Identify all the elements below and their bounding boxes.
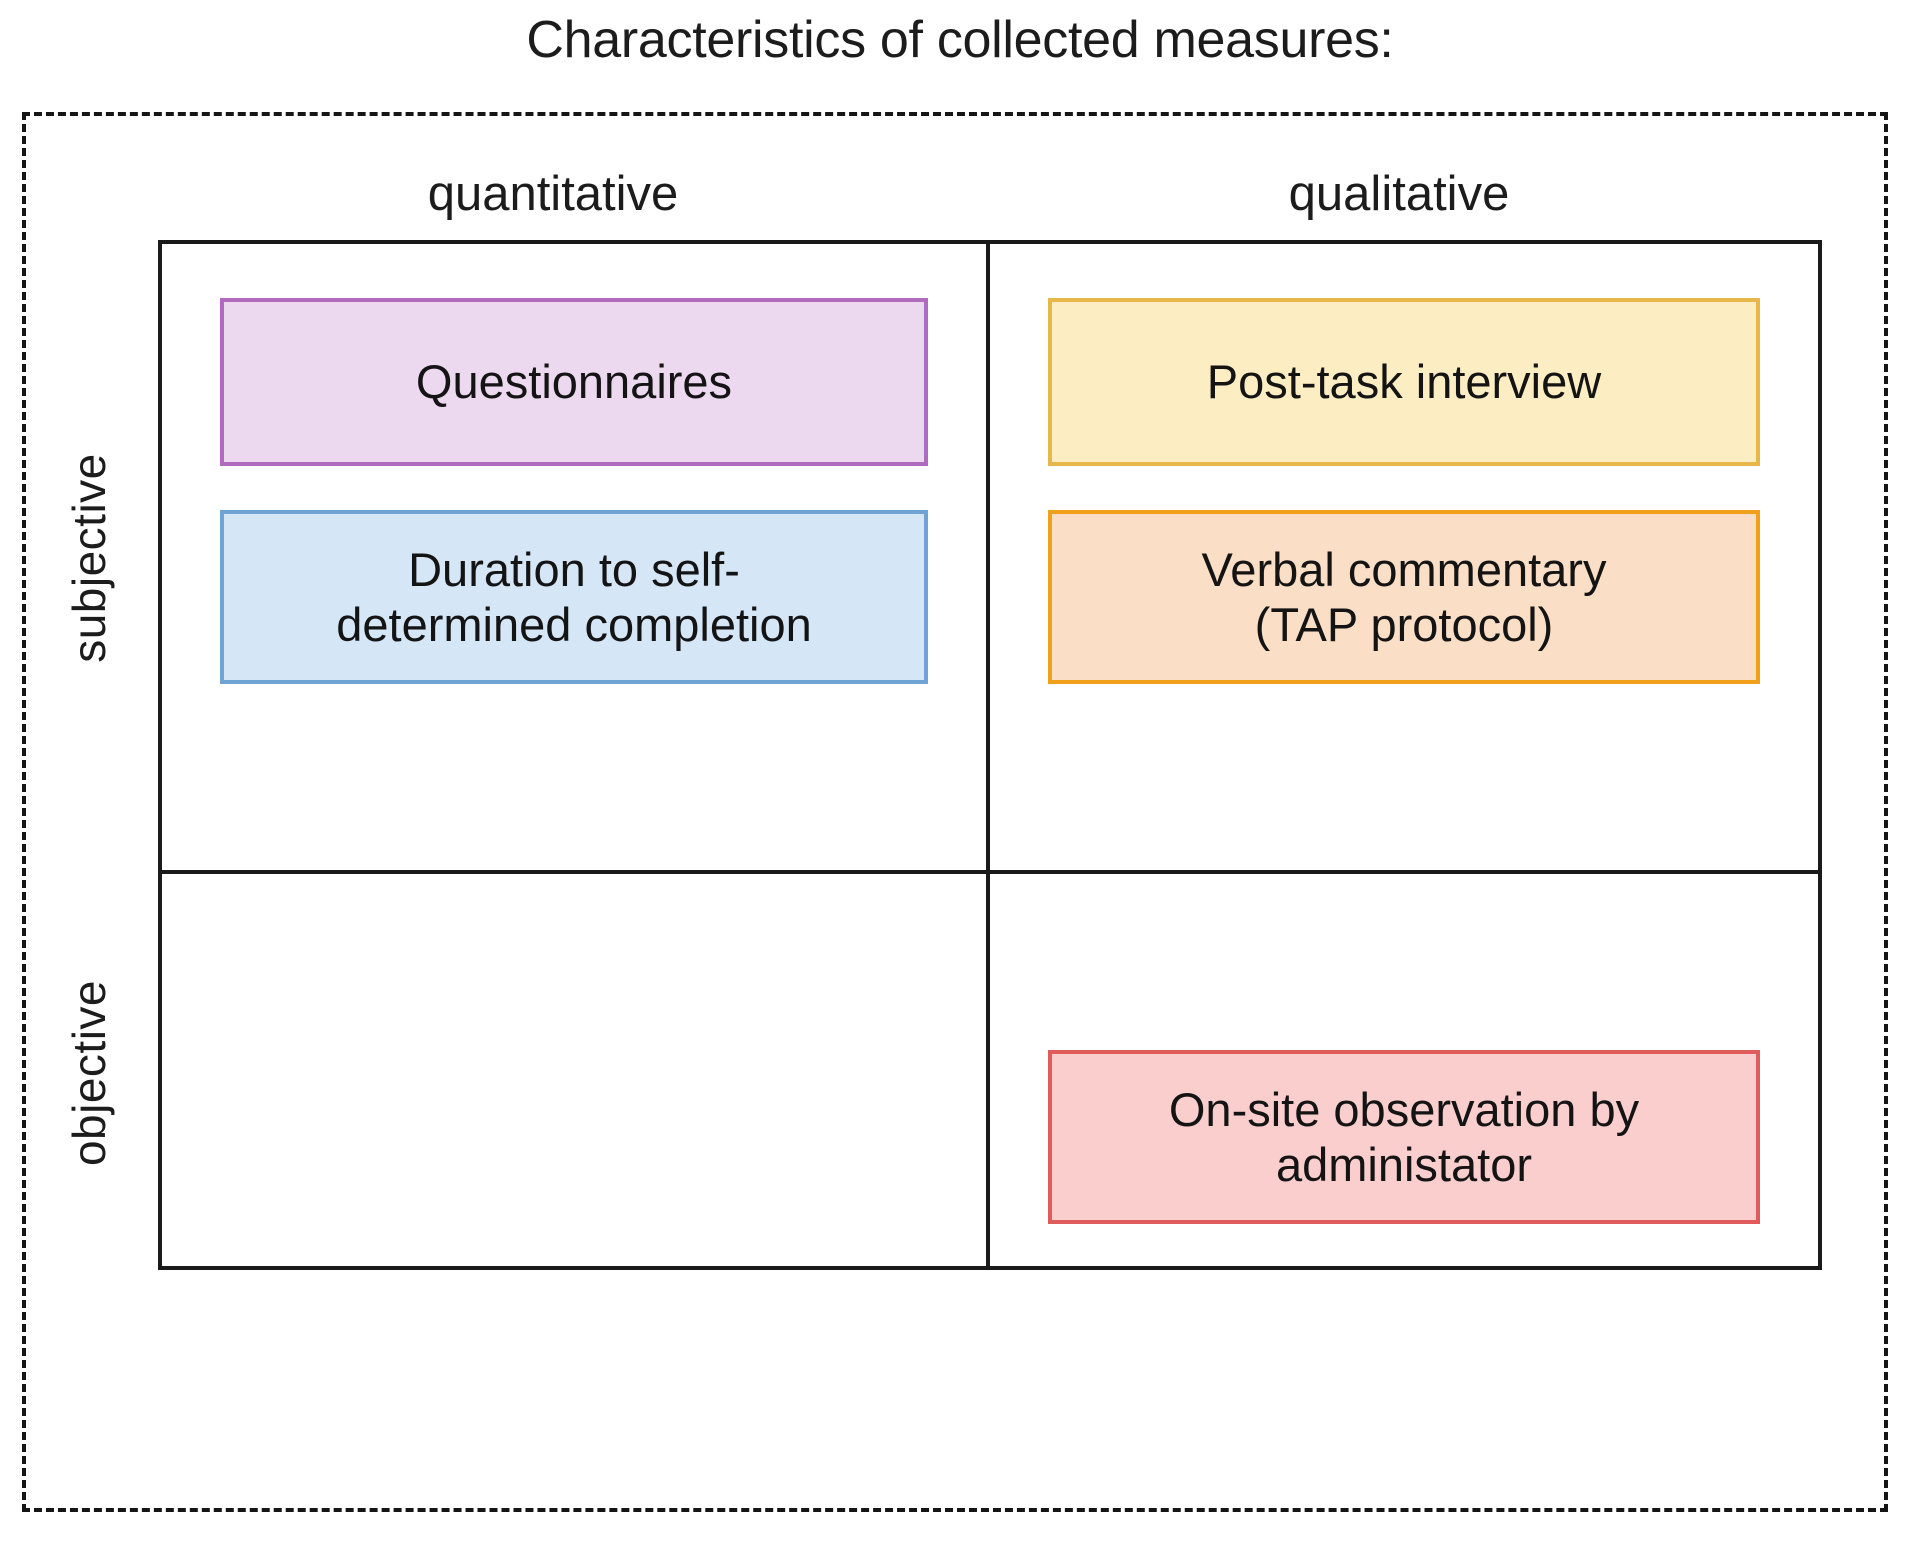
measure-box-questionnaires-label: Questionnaires [415,355,733,409]
measure-box-verbal-commentary-line1: Verbal commentary [1201,542,1607,596]
measure-box-post-task-interview[interactable]: Post-task interview [1048,298,1760,466]
measure-box-duration-to-self-determined-completion[interactable]: Duration to self- determined completion [220,510,928,684]
row-label-subjective: subjective [48,240,130,875]
column-header-row: quantitative qualitative [130,152,1822,236]
row-label-objective-text: objective [63,979,115,1166]
cell-objective-quantitative [162,874,990,1266]
measure-box-duration-label: Duration to self- determined completion [336,542,812,653]
cell-subjective-qualitative: Post-task interview Verbal commentary (T… [990,244,1818,875]
cell-objective-qualitative: On-site observation by administator [990,874,1818,1266]
measure-box-on-site-observation[interactable]: On-site observation by administator [1048,1050,1760,1225]
dashed-outer-frame [22,112,1888,1512]
figure-title: Characteristics of collected measures: [526,11,1394,69]
measure-box-duration-line1: Duration to self- [408,542,740,596]
cell-subjective-quantitative: Questionnaires Duration to self- determi… [162,244,990,875]
measure-box-questionnaires[interactable]: Questionnaires [220,298,928,466]
column-header-quantitative: quantitative [427,167,679,221]
measure-box-verbal-commentary-label: Verbal commentary (TAP protocol) [1202,542,1607,653]
column-header-qualitative: qualitative [1288,167,1510,221]
measure-box-duration-line2: determined completion [336,598,812,651]
measure-box-on-site-observation-line2: administator [1275,1138,1532,1192]
measure-box-post-task-interview-label: Post-task interview [1206,355,1602,409]
measure-box-verbal-commentary-line2: (TAP protocol) [1254,598,1554,651]
measure-box-verbal-commentary[interactable]: Verbal commentary (TAP protocol) [1048,510,1760,684]
two-by-two-matrix: Questionnaires Duration to self- determi… [158,240,1822,1270]
measure-box-on-site-observation-line1: On-site observation by [1168,1082,1640,1136]
row-label-subjective-text: subjective [63,452,115,663]
measure-box-on-site-observation-label: On-site observation by administator [1169,1082,1639,1193]
row-label-axis: subjective objective [48,240,130,1270]
row-label-objective: objective [48,875,130,1270]
